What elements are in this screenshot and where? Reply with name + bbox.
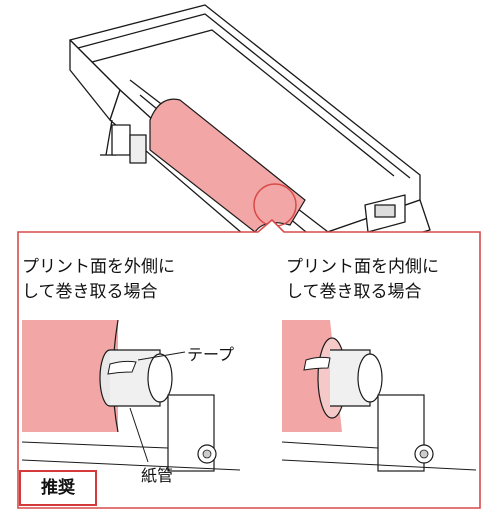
tape-label: テープ: [187, 345, 235, 364]
right-caption-line1: プリント面を内側に: [286, 257, 439, 277]
right-caption-line2: して巻き取る場合: [286, 282, 422, 302]
callout-frame: [17, 218, 481, 509]
paper-core-label: 紙管: [141, 466, 174, 485]
media-sheet: [149, 98, 306, 233]
recommended-badge: 推奨: [19, 470, 97, 506]
left-caption-line2: して巻き取る場合: [22, 282, 158, 302]
outer-winding-detail: [21, 319, 241, 472]
inner-winding-detail: [281, 320, 477, 472]
left-caption-line1: プリント面を外側に: [22, 257, 175, 277]
